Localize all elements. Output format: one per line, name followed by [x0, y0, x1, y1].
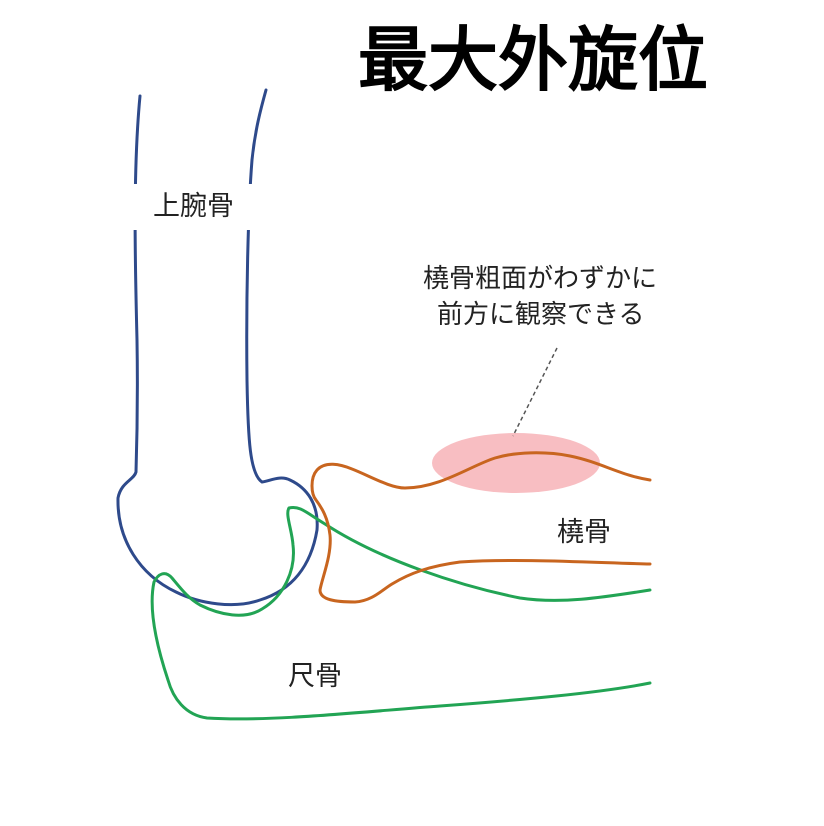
radial-tuberosity-highlight — [432, 433, 600, 493]
radius-label: 橈骨 — [557, 517, 611, 548]
callout-line-1: 橈骨粗面がわずかに — [423, 264, 657, 294]
diagram-title: 最大外旋位 — [358, 19, 708, 101]
ulna-label: 尺骨 — [288, 661, 342, 692]
callout-leader-line — [512, 347, 558, 437]
callout-line-2: 前方に観察できる — [437, 300, 644, 330]
humerus-label-gap — [128, 184, 256, 230]
humerus-outline — [116, 88, 319, 607]
radius-outline — [310, 451, 652, 604]
humerus-label: 上腕骨 — [153, 191, 234, 222]
ulna-outline — [150, 505, 652, 721]
